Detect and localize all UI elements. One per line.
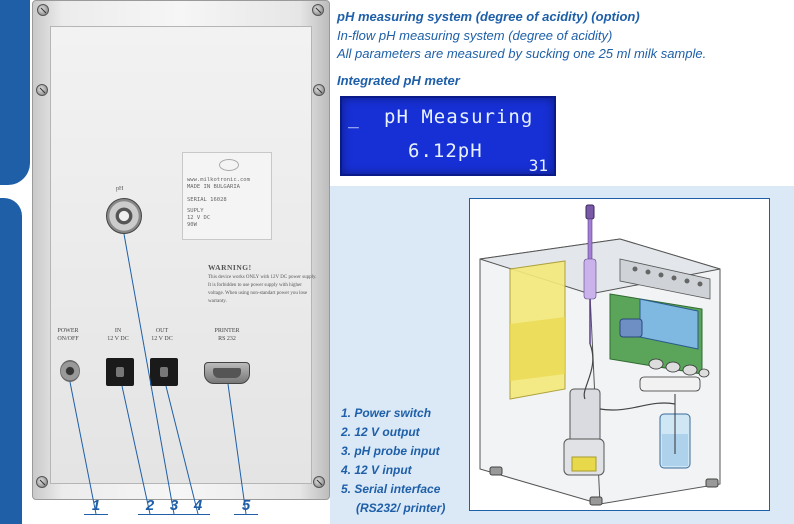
- legend-item: 4. 12 V input: [341, 463, 412, 477]
- printer-label-line: RS 232: [218, 336, 236, 342]
- out-label-line: 12 V DC: [151, 336, 173, 342]
- plate-line: 90W: [187, 222, 197, 228]
- left-accent-bottom: [0, 198, 22, 524]
- callout-number: 3: [169, 497, 179, 514]
- legend-item: (RS232/ printer): [356, 501, 446, 515]
- legend-item: 2. 12 V output: [341, 425, 420, 439]
- ph-port-label: pH: [116, 186, 124, 192]
- out-port-label: OUT 12 V DC: [140, 327, 184, 343]
- screw-icon: [312, 4, 324, 16]
- legend-item: 3. pH probe input: [341, 444, 440, 458]
- device-back-panel: www.milkotronic.com MADE IN BULGARIA SER…: [32, 0, 330, 500]
- callout-underline: [234, 514, 258, 515]
- screw-icon: [36, 84, 48, 96]
- in-label-line: IN: [114, 328, 122, 334]
- printer-label-line: PRINTER: [214, 328, 240, 334]
- screw-icon: [37, 4, 49, 16]
- out-label-line: OUT: [155, 328, 169, 334]
- description-line: All parameters are measured by sucking o…: [337, 46, 707, 61]
- callout-underline: [84, 514, 108, 515]
- dc-output-jack: [150, 358, 178, 386]
- screw-icon: [313, 476, 325, 488]
- lcd-line-1: pH Measuring: [384, 106, 534, 128]
- plate-line: SERIAL 16028: [187, 197, 227, 203]
- left-accent-top: [0, 0, 30, 185]
- callout-number: 4: [193, 497, 203, 514]
- lcd-counter: 31: [528, 156, 548, 175]
- callout-number: 2: [145, 497, 155, 514]
- plate-line: MADE IN BULGARIA: [187, 184, 240, 190]
- serial-label-plate: www.milkotronic.com MADE IN BULGARIA SER…: [182, 152, 272, 240]
- callout-number: 1: [91, 497, 101, 514]
- callout-underline: [138, 514, 210, 515]
- description-line: In-flow pH measuring system (degree of a…: [337, 28, 613, 43]
- in-label-line: 12 V DC: [107, 336, 129, 342]
- headline: pH measuring system (degree of acidity) …: [337, 9, 640, 24]
- screw-icon: [313, 84, 325, 96]
- power-label-line: POWER: [57, 328, 79, 334]
- device-illustration: [479, 204, 721, 506]
- screw-icon: [36, 476, 48, 488]
- warning-title: WARNING!: [208, 263, 252, 272]
- plate-line: 12 V DC: [187, 215, 211, 221]
- power-port-label: POWER ON/OFF: [46, 327, 90, 343]
- device-drawing: [469, 198, 770, 511]
- warning-text: WARNING! This device works ONLY with 12V…: [208, 263, 318, 306]
- lcd-display: _ pH Measuring 6.12pH 31: [340, 96, 556, 176]
- connector-legend: 1. Power switch 2. 12 V output 3. pH pro…: [341, 404, 445, 518]
- rs232-connector: [204, 362, 250, 384]
- legend-item: 1. Power switch: [341, 406, 432, 420]
- plate-line: www.milkotronic.com: [187, 177, 250, 183]
- subheading: Integrated pH meter: [337, 73, 460, 88]
- legend-item: 5. Serial interface: [341, 482, 441, 496]
- printer-port-label: PRINTER RS 232: [200, 327, 254, 343]
- dc-input-jack: [106, 358, 134, 386]
- left-accent-bar: [0, 0, 30, 524]
- lcd-line-2: 6.12pH: [408, 140, 483, 162]
- in-port-label: IN 12 V DC: [96, 327, 140, 343]
- logo-seal-icon: [219, 159, 239, 171]
- lcd-cursor: _: [348, 108, 359, 129]
- power-label-line: ON/OFF: [57, 336, 79, 342]
- power-switch: [60, 360, 80, 382]
- device-rear-plate: [50, 26, 312, 484]
- plate-line: SUPLY: [187, 208, 204, 214]
- callout-number: 5: [241, 497, 251, 514]
- warning-body: This device works ONLY with 12V DC power…: [208, 275, 317, 304]
- ph-probe-connector: [106, 198, 142, 234]
